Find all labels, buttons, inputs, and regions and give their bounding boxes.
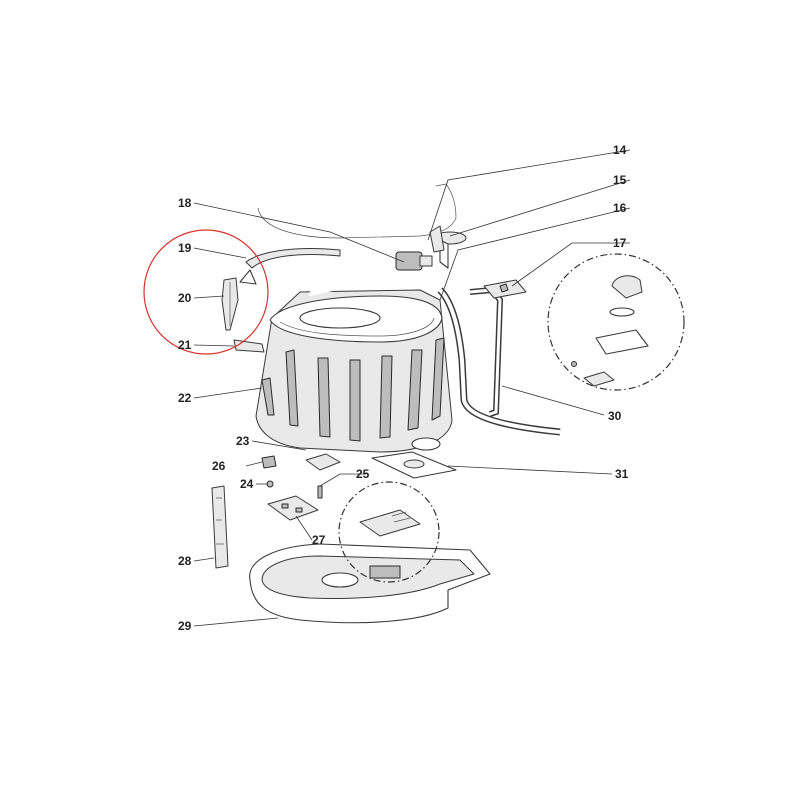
connector-part-15 [429, 225, 467, 269]
label-30: 30 [608, 409, 622, 423]
bracket-part-20 [221, 277, 239, 331]
small-parts [261, 453, 341, 521]
leader-lines [193, 149, 631, 627]
hose-assembly [308, 263, 561, 436]
label-22: 22 [178, 391, 192, 405]
label-16: 16 [613, 201, 627, 215]
tank-body [255, 289, 453, 453]
part-labels: 14 15 16 17 18 19 20 21 22 23 24 25 26 2… [178, 143, 629, 633]
detail-circle-center [338, 481, 440, 583]
label-20: 20 [178, 291, 192, 305]
label-24: 24 [240, 477, 254, 491]
label-18: 18 [178, 196, 192, 210]
label-21: 21 [178, 338, 192, 352]
clip-part-21 [233, 339, 265, 353]
label-29: 29 [178, 619, 192, 633]
label-17: 17 [613, 236, 627, 250]
label-26: 26 [212, 459, 226, 473]
label-31: 31 [615, 467, 629, 481]
label-23: 23 [236, 434, 250, 448]
bracket-part-17 [483, 279, 527, 299]
plate-part-31 [371, 437, 457, 479]
label-27: 27 [312, 533, 326, 547]
side-panel-part-28 [211, 485, 229, 569]
background-outline [257, 183, 457, 239]
valve-part-18 [395, 251, 433, 271]
label-25: 25 [356, 467, 370, 481]
label-15: 15 [613, 173, 627, 187]
highlight-circle [143, 229, 269, 355]
base-tray-part-29 [249, 543, 491, 624]
label-14: 14 [613, 143, 627, 157]
arc-rail [239, 248, 341, 285]
detail-circle-top-right [547, 253, 685, 391]
label-28: 28 [178, 554, 192, 568]
label-19: 19 [178, 241, 192, 255]
